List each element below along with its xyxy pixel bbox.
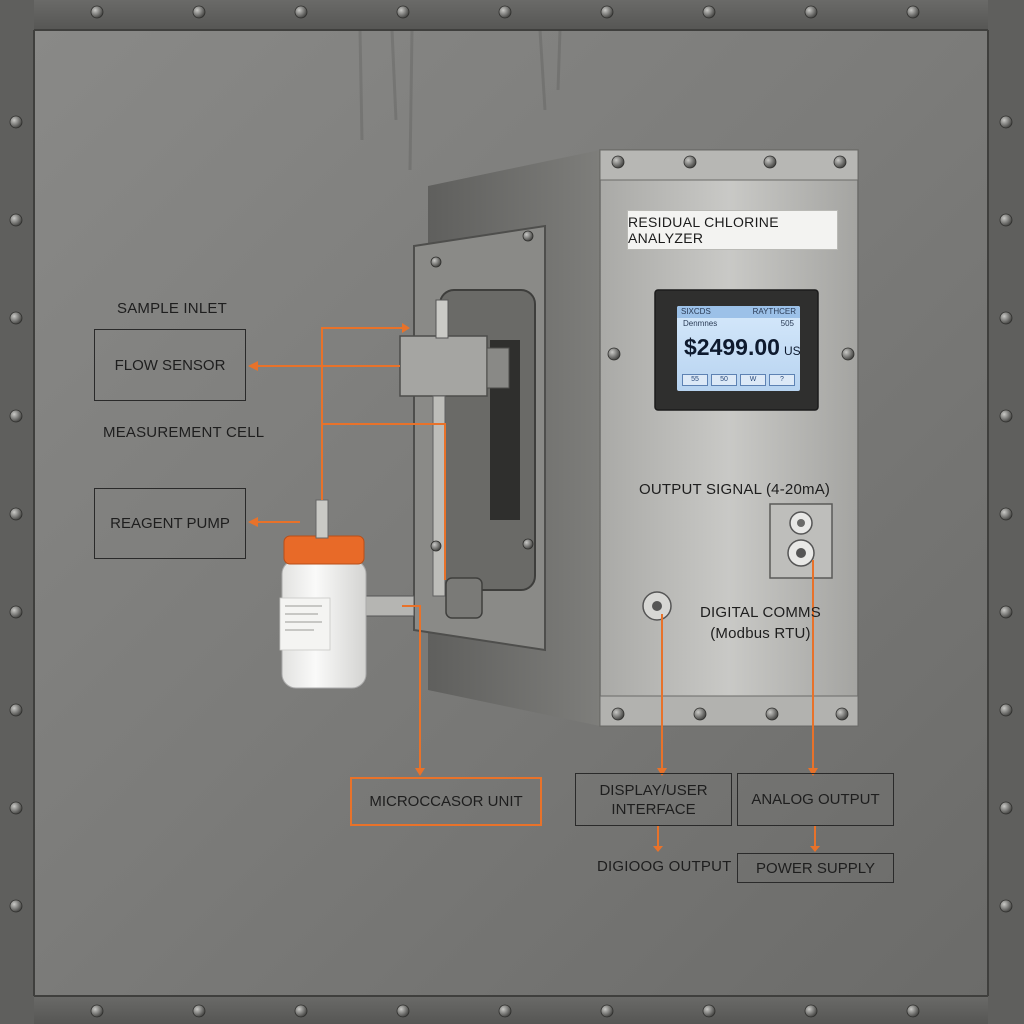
screen-button-1[interactable]: 55 — [682, 374, 708, 386]
flow-sensor-block — [399, 335, 488, 397]
rivet — [9, 311, 23, 325]
label-reagent-pump: REAGENT PUMP — [110, 515, 230, 532]
rivet — [9, 213, 23, 227]
rivet — [999, 409, 1013, 423]
enclosure-screws — [430, 155, 855, 721]
screen-sub-right: 505 — [780, 319, 794, 328]
bottle-label — [279, 597, 331, 651]
rivet — [9, 703, 23, 717]
rivet — [9, 605, 23, 619]
price-currency: USD — [783, 344, 800, 358]
rivet — [9, 507, 23, 521]
cell-connector — [486, 347, 510, 389]
screen-header-right: RAYTHCER — [752, 307, 796, 316]
label-digital-comms-line1: DIGITAL COMMS — [700, 604, 821, 621]
nameplate: RESIDUAL CHLORINE ANALYZER — [627, 210, 838, 250]
screen-header-left: SIXCDS — [681, 307, 711, 316]
rivet — [498, 1004, 512, 1018]
frame-bottom — [0, 996, 1024, 1024]
rivet — [999, 703, 1013, 717]
rivet — [906, 5, 920, 19]
rivet — [999, 605, 1013, 619]
connection-lines — [256, 327, 816, 846]
rivet — [999, 213, 1013, 227]
screen-price: $2499.00USD — [684, 334, 800, 361]
rivet — [192, 5, 206, 19]
wall-stains — [358, 29, 562, 171]
rivet — [396, 5, 410, 19]
label-display-user-line2: INTERFACE — [611, 800, 696, 818]
frame-top — [0, 0, 1024, 30]
rivet — [498, 5, 512, 19]
frame-rivets — [9, 5, 1013, 1018]
label-microprocessor-unit: MICROCCASOR UNIT — [369, 793, 523, 810]
display-screen[interactable]: SIXCDS RAYTHCER Denmnes 505 $2499.00USD … — [677, 306, 800, 391]
arrow-heads — [248, 323, 820, 852]
rivet — [999, 899, 1013, 913]
label-digital-output: DIGIOOG OUTPUT — [597, 858, 732, 875]
label-flow-sensor: FLOW SENSOR — [114, 356, 226, 374]
rivet — [702, 1004, 716, 1018]
rivet — [90, 5, 104, 19]
screen-subheader: Denmnes 505 — [683, 319, 794, 328]
rivet — [906, 1004, 920, 1018]
rivet — [600, 1004, 614, 1018]
screen-header: SIXCDS RAYTHCER — [677, 306, 800, 318]
box-microprocessor-unit: MICROCCASOR UNIT — [350, 777, 542, 826]
label-display-user-line1: DISPLAY/USER — [599, 781, 708, 799]
rivet — [9, 899, 23, 913]
rivet — [294, 1004, 308, 1018]
bottle-nozzle — [315, 499, 329, 539]
label-digital-comms-line2: (Modbus RTU) — [710, 625, 811, 642]
enclosure-top-lip — [599, 149, 859, 181]
rivet — [396, 1004, 410, 1018]
rivet — [999, 115, 1013, 129]
box-reagent-pump: REAGENT PUMP — [94, 488, 246, 559]
box-flow-sensor: FLOW SENSOR — [94, 329, 246, 401]
label-power-supply: POWER SUPPLY — [756, 859, 875, 877]
rivet — [294, 5, 308, 19]
valve-knob — [445, 577, 483, 619]
rivet — [804, 1004, 818, 1018]
label-measurement-cell: MEASUREMENT CELL — [103, 424, 265, 441]
tube-vertical — [432, 395, 446, 597]
rivet — [9, 801, 23, 815]
screen-button-2[interactable]: 50 — [711, 374, 737, 386]
rivet — [999, 507, 1013, 521]
box-analog-output: ANALOG OUTPUT — [737, 773, 894, 826]
label-output-signal: OUTPUT SIGNAL (4-20mA) — [639, 481, 831, 498]
inlet-fitting — [435, 299, 449, 339]
label-sample-inlet: SAMPLE INLET — [117, 300, 227, 317]
rivet — [999, 801, 1013, 815]
label-digital-comms: DIGITAL COMMS (Modbus RTU) — [700, 602, 821, 644]
rivet — [9, 409, 23, 423]
rivet — [600, 5, 614, 19]
screen-button-4[interactable]: ? — [769, 374, 795, 386]
screen-button-3[interactable]: W — [740, 374, 766, 386]
bottle-cap — [283, 535, 365, 565]
price-value: $2499.00 — [684, 334, 780, 360]
rivet — [9, 115, 23, 129]
rivet — [804, 5, 818, 19]
rivet — [702, 5, 716, 19]
label-analog-output: ANALOG OUTPUT — [751, 791, 880, 808]
screen-sub-left: Denmnes — [683, 319, 718, 328]
box-display-user-interface: DISPLAY/USER INTERFACE — [575, 773, 732, 826]
screen-buttons: 55 50 W ? — [682, 374, 795, 386]
enclosure-bottom-lip — [599, 695, 859, 727]
box-power-supply: POWER SUPPLY — [737, 853, 894, 883]
rivet — [192, 1004, 206, 1018]
rivet — [90, 1004, 104, 1018]
rivet — [999, 311, 1013, 325]
side-window — [439, 289, 536, 591]
